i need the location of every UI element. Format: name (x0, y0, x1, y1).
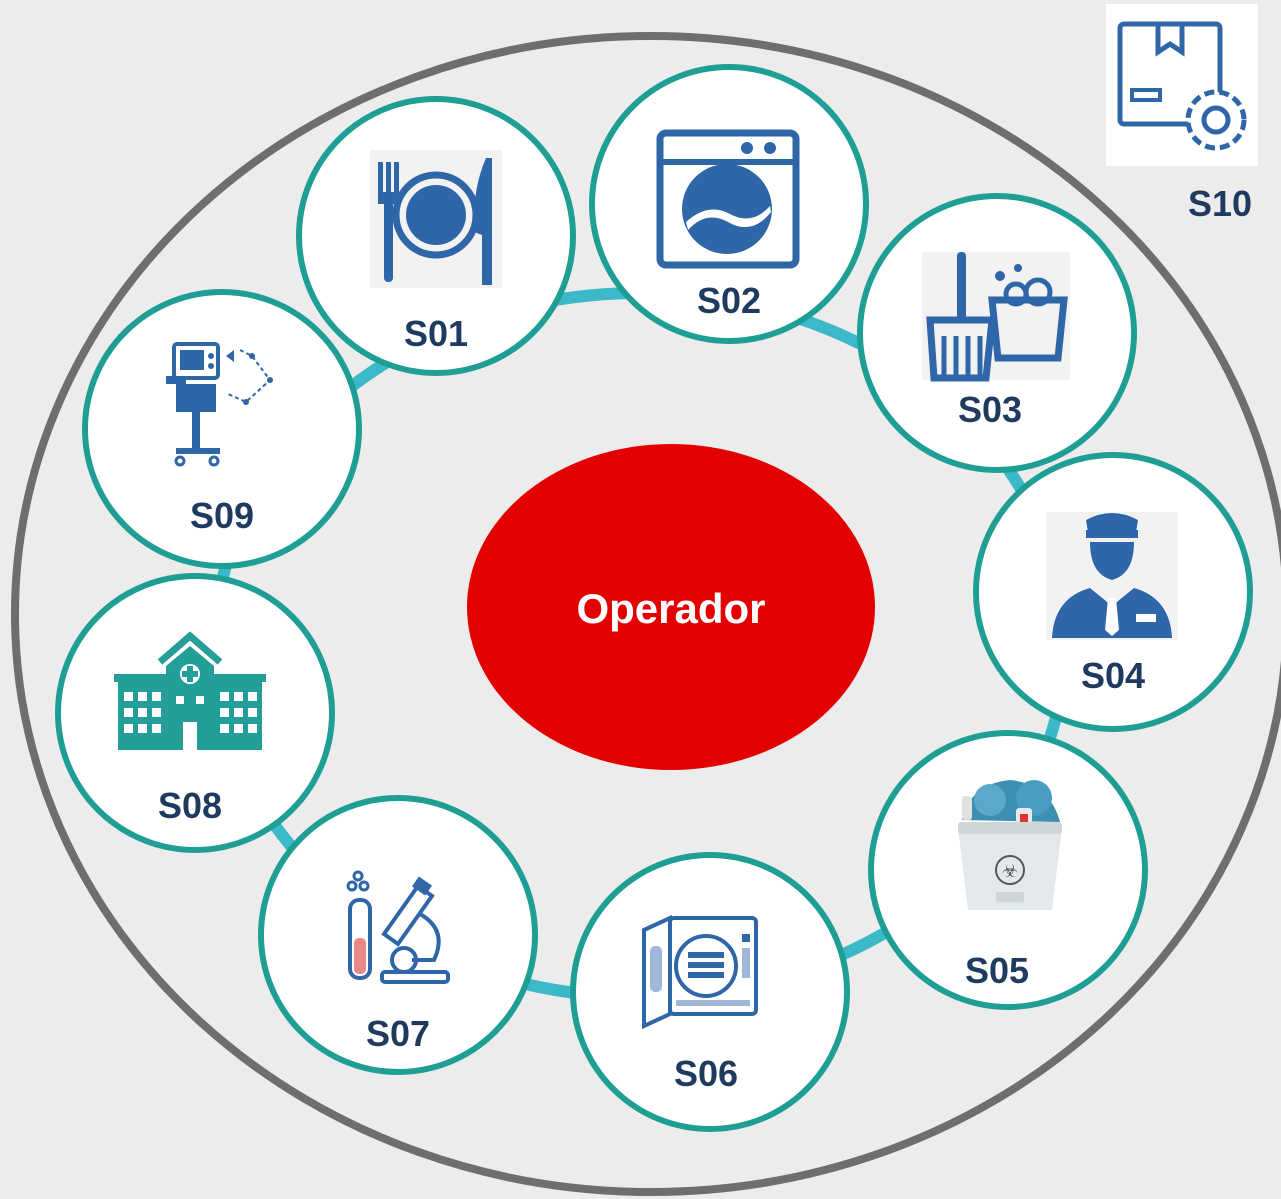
external-s10: S10 (1106, 4, 1258, 224)
node-s01: S01 (296, 96, 576, 376)
svg-text:☣: ☣ (1002, 861, 1018, 882)
dining-plate-icon (370, 150, 502, 288)
node-label-s01: S01 (404, 313, 468, 354)
node-label-s06: S06 (674, 1053, 738, 1094)
node-s07: S07 (258, 795, 538, 1075)
laboratory-microscope-icon (346, 870, 450, 984)
center-operator (467, 444, 875, 770)
external-label-s10: S10 (1188, 183, 1252, 224)
center-label: Operador (576, 585, 765, 632)
hospital-building-icon (114, 631, 266, 750)
medical-equipment-icon (166, 342, 273, 467)
node-label-s09: S09 (190, 495, 254, 536)
outer-ring (11, 32, 1281, 1196)
node-label-s03: S03 (958, 389, 1022, 430)
washing-machine-icon (656, 129, 800, 269)
node-s04: S04 (973, 452, 1253, 732)
node-s06: S06 (570, 852, 850, 1132)
autoclave-sterilizer-icon (642, 914, 758, 1030)
node-s05: ☣ S05 (868, 730, 1148, 1010)
node-label-s07: S07 (366, 1013, 430, 1054)
node-s03: S03 (857, 193, 1137, 473)
node-s08: S08 (55, 573, 335, 853)
security-guard-icon (1046, 512, 1178, 640)
node-s02: S02 (589, 64, 869, 344)
node-label-s05: S05 (965, 950, 1029, 991)
biohazard-waste-bin-icon: ☣ (958, 780, 1062, 910)
box-gear-icon (1117, 21, 1247, 151)
node-label-s08: S08 (158, 785, 222, 826)
cleaning-broom-bucket-icon (922, 252, 1070, 382)
node-label-s02: S02 (697, 280, 761, 321)
node-label-s04: S04 (1081, 655, 1145, 696)
node-s09: S09 (82, 289, 362, 569)
